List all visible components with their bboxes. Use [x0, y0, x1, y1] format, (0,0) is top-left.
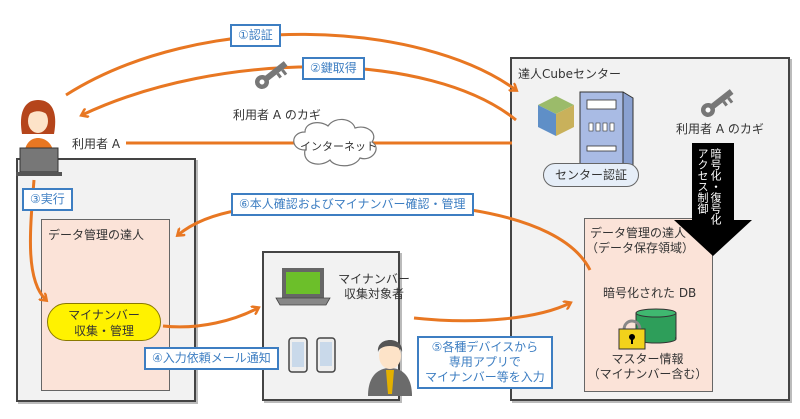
step-5-input-label: ⑤各種デバイスから 専用アプリで マイナンバー等を入力: [417, 336, 553, 389]
step-2-key-label: ②鍵取得: [302, 57, 365, 80]
client-data-manager-title: データ管理の達人: [48, 228, 145, 242]
storage-title-1: データ管理の達人: [590, 226, 687, 240]
user-name: 利用者 A: [72, 137, 121, 151]
pill-line-1: マイナンバー: [68, 308, 140, 322]
storage-box: [584, 218, 713, 392]
mynumber-collect-pill: マイナンバー 収集・管理: [47, 303, 161, 341]
step-1-auth-label: ①認証: [230, 24, 281, 47]
encrypted-db-label: 暗号化された DB: [603, 286, 697, 300]
center-title: 達人Cubeセンター: [518, 67, 621, 81]
target-title-line-1: マイナンバー: [338, 272, 410, 286]
pill-line-2: 収集・管理: [73, 324, 134, 338]
lock-icon: [618, 319, 646, 350]
step-5-line-1: ⑤各種デバイスから: [431, 340, 539, 354]
encryption-arrow-text: 暗号化・復号化 アクセス制御: [696, 148, 722, 225]
master-info-line-2: （マイナンバー含む）: [587, 367, 708, 381]
center-key-label: 利用者 A のカギ: [676, 122, 764, 136]
encryption-text: 暗号化・復号化: [709, 148, 722, 225]
laptop-icon: [275, 268, 331, 306]
step-5-line-2: 専用アプリで: [448, 355, 521, 369]
server-icon: [579, 91, 634, 169]
step-5-line-3: マイナンバー等を入力: [425, 370, 545, 384]
user-avatar-icon: [16, 100, 62, 176]
key-label: 利用者 A のカギ: [233, 108, 321, 122]
target-person-avatar-icon: [368, 340, 412, 396]
step-4-mail-label: ④入力依頼メール通知: [144, 347, 279, 370]
tatsuzin-cube-logo: [538, 96, 574, 136]
step-3-execute-label: ③実行: [22, 188, 73, 211]
tablet-icon: [288, 337, 308, 373]
internet-label: インターネット: [300, 140, 377, 153]
arrow-mail-notify: [162, 308, 258, 329]
center-auth-badge: センター認証: [543, 163, 639, 187]
step-6-verify-label: ⑥本人確認およびマイナンバー確認・管理: [231, 193, 474, 216]
key-icon: [255, 61, 288, 89]
smartphone-icon: [316, 337, 336, 373]
storage-title-2: （データ保存領域）: [586, 241, 695, 255]
target-title-line-2: 収集対象者: [343, 287, 404, 301]
master-info-label: マスター情報 （マイナンバー含む）: [584, 352, 711, 382]
arrow-device-input: [413, 303, 570, 323]
master-info-line-1: マスター情報: [611, 352, 684, 366]
target-title: マイナンバー 収集対象者: [334, 272, 414, 302]
arrow-auth: [65, 32, 516, 97]
center-key-icon: [701, 89, 734, 117]
encryption-arrow: [674, 143, 752, 256]
access-control-text: アクセス制御: [696, 148, 709, 214]
internet-cloud-icon: [293, 118, 377, 167]
